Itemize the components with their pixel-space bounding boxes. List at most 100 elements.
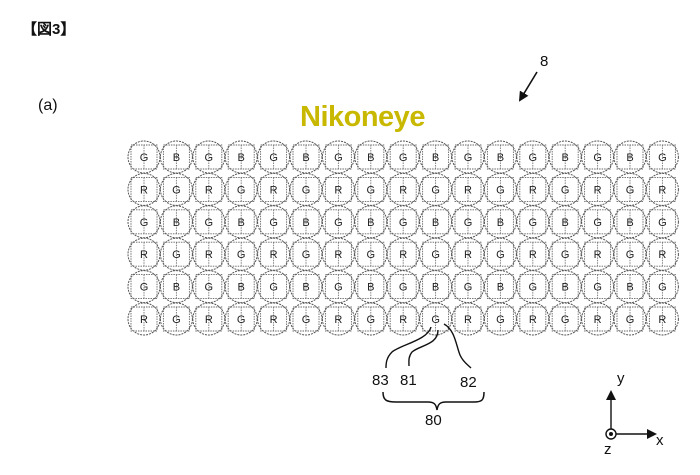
- pixel-cell: G: [483, 302, 517, 336]
- pixel-cell: G: [159, 237, 193, 271]
- pixel-cell: B: [354, 270, 388, 304]
- pixel-cell: B: [159, 270, 193, 304]
- pixel-cell: B: [224, 205, 258, 239]
- pixel-cell: R: [127, 302, 161, 336]
- color-filter-label: G: [140, 217, 149, 229]
- coordinate-axes: y x z: [604, 370, 664, 458]
- color-filter-label: G: [237, 314, 246, 326]
- color-filter-label: G: [172, 314, 181, 326]
- color-filter-label: G: [334, 282, 343, 294]
- color-filter-label: G: [626, 314, 635, 326]
- color-filter-label: G: [529, 217, 538, 229]
- pixel-cell: G: [581, 140, 615, 174]
- color-filter-label: B: [562, 217, 569, 229]
- color-filter-label: G: [464, 217, 473, 229]
- pixel-cell: G: [581, 270, 615, 304]
- callout-81: 81: [400, 372, 417, 389]
- color-filter-label: G: [205, 282, 214, 294]
- x-axis-label: x: [656, 432, 664, 449]
- microlens: [645, 237, 679, 271]
- pixel-cell: G: [451, 270, 485, 304]
- color-filter-label: G: [529, 152, 538, 164]
- figure-title: 【図3】: [22, 21, 76, 38]
- color-filter-label: R: [658, 314, 666, 326]
- pixel-cell: G: [321, 270, 355, 304]
- pixel-cell: R: [516, 172, 550, 206]
- pixel-cell: R: [581, 302, 615, 336]
- pixel-cell: G: [127, 140, 161, 174]
- pixel-cell: G: [321, 140, 355, 174]
- pixel-cell: G: [224, 172, 258, 206]
- color-filter-label: R: [270, 184, 278, 196]
- pixel-cell: G: [645, 140, 679, 174]
- pixel-cell: R: [645, 172, 679, 206]
- pixel-cell: G: [483, 237, 517, 271]
- color-filter-label: B: [302, 217, 309, 229]
- color-filter-label: B: [432, 217, 439, 229]
- pixel-cell: B: [224, 140, 258, 174]
- microlens: [645, 140, 679, 174]
- color-filter-label: B: [497, 217, 504, 229]
- device-ref-arrow: [518, 71, 538, 102]
- color-filter-label: R: [140, 184, 148, 196]
- color-filter-label: R: [464, 314, 472, 326]
- color-filter-label: G: [269, 282, 278, 294]
- color-filter-label: B: [238, 152, 245, 164]
- color-filter-label: R: [658, 249, 666, 261]
- pixel-cell: R: [581, 237, 615, 271]
- pixel-cell: G: [192, 270, 226, 304]
- pixel-cell: G: [548, 237, 582, 271]
- color-filter-label: R: [529, 314, 537, 326]
- pixel-cell: B: [224, 270, 258, 304]
- pixel-cell: G: [386, 270, 420, 304]
- pixel-cell: B: [548, 270, 582, 304]
- pixel-cell: R: [451, 237, 485, 271]
- pixel-cell: R: [581, 172, 615, 206]
- pixel-cell: B: [289, 205, 323, 239]
- color-filter-label: G: [496, 314, 505, 326]
- color-filter-label: B: [367, 152, 374, 164]
- pixel-cell: R: [386, 302, 420, 336]
- color-filter-label: G: [172, 249, 181, 261]
- pixel-cell: B: [159, 205, 193, 239]
- pixel-cell: R: [127, 237, 161, 271]
- color-filter-label: G: [367, 314, 376, 326]
- color-filter-label: R: [334, 314, 342, 326]
- color-filter-label: B: [626, 217, 633, 229]
- pixel-cell: R: [386, 172, 420, 206]
- pixel-cell: G: [645, 270, 679, 304]
- pixel-cell: R: [645, 237, 679, 271]
- color-filter-label: G: [431, 249, 440, 261]
- color-filter-label: R: [399, 314, 407, 326]
- color-filter-label: B: [173, 152, 180, 164]
- pixel-cell: R: [321, 237, 355, 271]
- color-filter-label: R: [205, 249, 213, 261]
- color-filter-label: B: [626, 282, 633, 294]
- color-filter-label: G: [464, 152, 473, 164]
- pixel-cell: G: [548, 302, 582, 336]
- color-filter-label: R: [529, 184, 537, 196]
- color-filter-label: B: [562, 282, 569, 294]
- pixel-cell: B: [483, 140, 517, 174]
- callout-83: 83: [372, 372, 389, 389]
- pixel-cell: B: [354, 140, 388, 174]
- pixel-cell: G: [451, 205, 485, 239]
- pixel-cell: B: [419, 270, 453, 304]
- color-filter-label: R: [334, 249, 342, 261]
- color-filter-label: R: [399, 249, 407, 261]
- watermark: Nikoneye: [300, 101, 425, 133]
- leader-83: [385, 326, 432, 369]
- pixel-cell: B: [548, 205, 582, 239]
- color-filter-label: B: [302, 282, 309, 294]
- z-axis-label: z: [604, 441, 612, 458]
- callout-80: 80: [425, 412, 442, 429]
- color-filter-label: G: [593, 282, 602, 294]
- pixel-cell: G: [354, 237, 388, 271]
- y-axis-label: y: [617, 370, 625, 387]
- color-filter-label: G: [431, 314, 440, 326]
- pixel-cell: G: [192, 205, 226, 239]
- pixel-cell: B: [354, 205, 388, 239]
- pixel-cell: G: [127, 205, 161, 239]
- device-ref-label: 8: [540, 53, 548, 70]
